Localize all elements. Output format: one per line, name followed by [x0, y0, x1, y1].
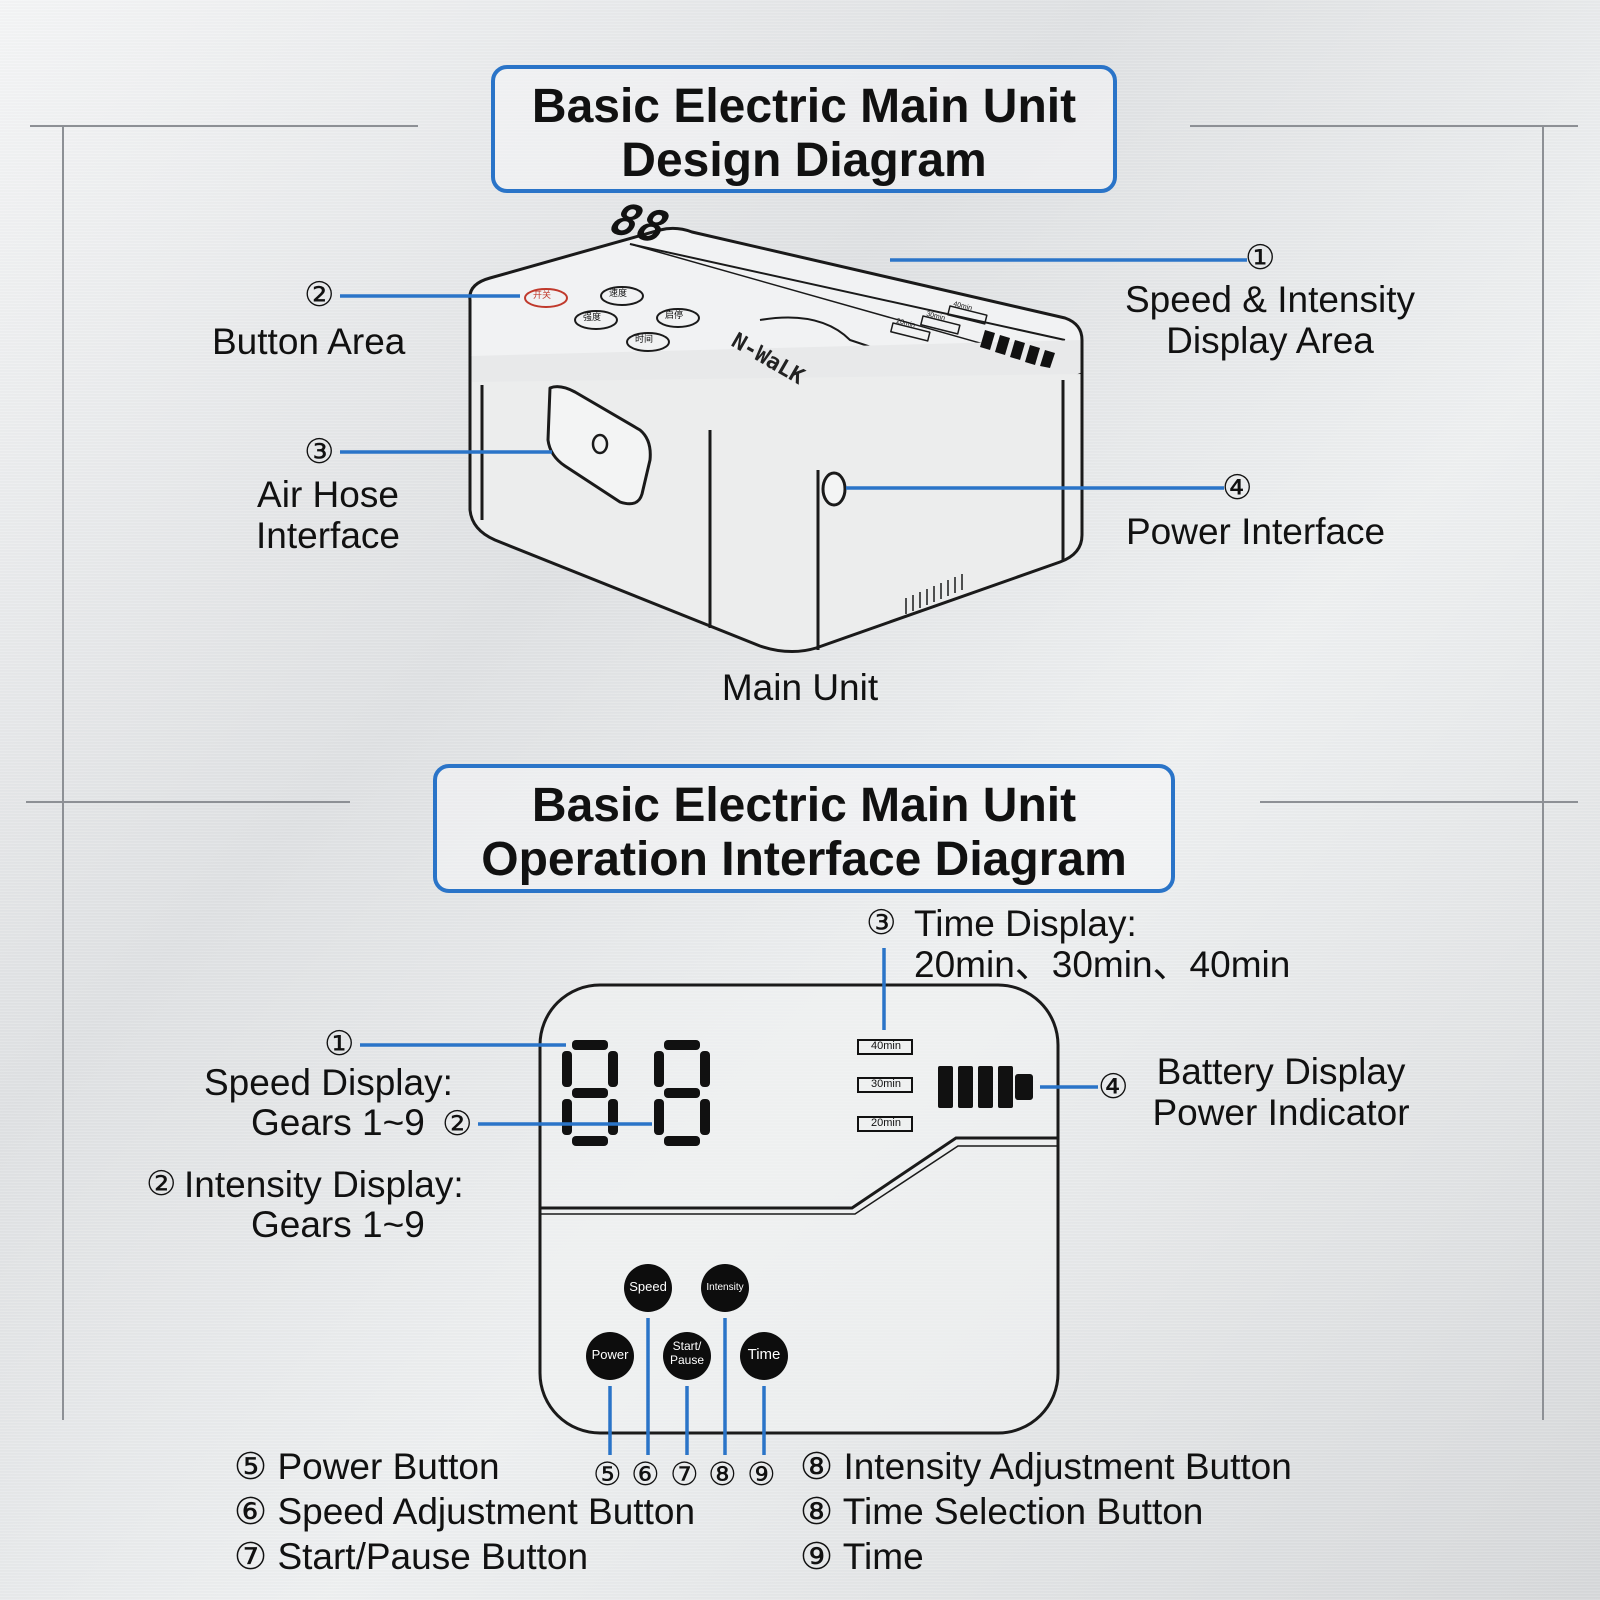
legend-number: ⑤: [234, 1445, 268, 1488]
battery-icon: [938, 1066, 1033, 1108]
callout-2-number: ②: [304, 275, 335, 315]
button-number-5: ⑤: [593, 1455, 622, 1493]
callout-air-hose-line1: Air Hose: [257, 474, 399, 515]
speed-display-line2: Gears 1~9: [251, 1102, 425, 1143]
lid-button-intensity-label: 强度: [583, 312, 602, 322]
legend-item: ⑥ Speed Adjustment Button: [234, 1489, 695, 1534]
legend-number: ⑧: [800, 1445, 834, 1488]
button-number-6: ⑥: [631, 1455, 660, 1493]
button-number-9: ⑨: [747, 1455, 776, 1493]
speed-display-number2: ②: [442, 1104, 473, 1144]
callout-speed-intensity-line1: Speed & Intensity: [1124, 279, 1416, 320]
callout-speed-intensity-label: Speed & Intensity Display Area: [1100, 279, 1440, 361]
button-number-8: ⑧: [708, 1455, 737, 1493]
legend-number: ⑧: [800, 1490, 834, 1533]
time-display-line1: Time Display:: [914, 903, 1137, 944]
legend-text: Time Selection Button: [842, 1491, 1204, 1532]
callout-button-area-label: Button Area: [212, 321, 406, 362]
battery-display-line1: Battery Display: [1156, 1051, 1406, 1092]
callout-3-number: ③: [304, 432, 335, 472]
start-pause-button[interactable]: Start/ Pause: [663, 1339, 711, 1368]
start-pause-line2: Pause: [669, 1352, 705, 1367]
legend-left: ⑤ Power Button ⑥ Speed Adjustment Button…: [234, 1444, 695, 1579]
legend-item: ⑧ Intensity Adjustment Button: [800, 1444, 1292, 1489]
bottom-title-line2: Operation Interface Diagram: [481, 832, 1127, 886]
legend-item: ⑨ Time: [800, 1534, 1292, 1579]
main-unit-caption: Main Unit: [721, 667, 879, 708]
top-title-box: Basic Electric Main Unit Design Diagram: [491, 65, 1117, 193]
callout-power-interface-label: Power Interface: [1126, 511, 1386, 552]
battery-display-number: ④: [1098, 1067, 1129, 1107]
legend-number: ⑨: [800, 1535, 834, 1578]
start-pause-line1: Start/: [672, 1339, 702, 1353]
legend-item: ⑦ Start/Pause Button: [234, 1534, 695, 1579]
bottom-title-box: Basic Electric Main Unit Operation Inter…: [433, 764, 1175, 893]
time-button[interactable]: Time: [747, 1346, 781, 1363]
speed-button[interactable]: Speed: [629, 1279, 667, 1294]
callout-air-hose-line2: Interface: [256, 514, 400, 556]
legend-number: ⑦: [234, 1535, 268, 1578]
lid-button-start-label: 启停: [665, 310, 684, 320]
callout-air-hose-label: Air Hose Interface: [228, 474, 428, 556]
callout-speed-intensity-line2: Display Area: [1166, 319, 1374, 361]
intensity-display-number: ②: [146, 1164, 177, 1204]
intensity-button[interactable]: Intensity: [706, 1282, 744, 1293]
time-display-number: ③: [866, 903, 897, 943]
time-option-30min: 30min: [871, 1078, 901, 1090]
intensity-display-line1: Intensity Display:: [184, 1164, 464, 1205]
legend-number: ⑥: [234, 1490, 268, 1533]
battery-display-label: Battery Display Power Indicator: [1136, 1051, 1426, 1133]
intensity-display-line2: Gears 1~9: [251, 1204, 425, 1245]
speed-display-number: ①: [324, 1024, 355, 1064]
button-number-7: ⑦: [670, 1455, 699, 1493]
battery-display-line2: Power Indicator: [1152, 1091, 1410, 1133]
speed-display-line1: Speed Display:: [204, 1062, 453, 1103]
legend-text: Power Button: [277, 1446, 500, 1487]
top-title-line1: Basic Electric Main Unit: [531, 80, 1077, 133]
legend-item: ⑧ Time Selection Button: [800, 1489, 1292, 1534]
bottom-title-line1: Basic Electric Main Unit: [531, 779, 1077, 832]
legend-text: Start/Pause Button: [277, 1536, 589, 1577]
time-display-label: Time Display: 20min、30min、40min: [914, 903, 1291, 985]
callout-4-number: ④: [1222, 468, 1253, 508]
time-option-20min: 20min: [871, 1117, 901, 1129]
legend-item: ⑤ Power Button: [234, 1444, 695, 1489]
lid-button-time-label: 时间: [635, 334, 654, 344]
time-option-40min: 40min: [871, 1040, 901, 1052]
top-title-line2: Design Diagram: [621, 133, 987, 187]
legend-text: Speed Adjustment Button: [277, 1491, 696, 1532]
lid-button-speed-label: 速度: [609, 288, 628, 298]
legend-right: ⑧ Intensity Adjustment Button ⑧ Time Sel…: [800, 1444, 1292, 1579]
callout-1-number: ①: [1245, 238, 1276, 278]
legend-text: Time: [842, 1536, 924, 1577]
legend-text: Intensity Adjustment Button: [843, 1446, 1292, 1487]
lid-button-power-label: 开关: [533, 290, 552, 300]
segment-digits: [562, 1040, 710, 1146]
power-button[interactable]: Power: [591, 1347, 629, 1362]
time-display-line2: 20min、30min、40min: [914, 943, 1291, 985]
